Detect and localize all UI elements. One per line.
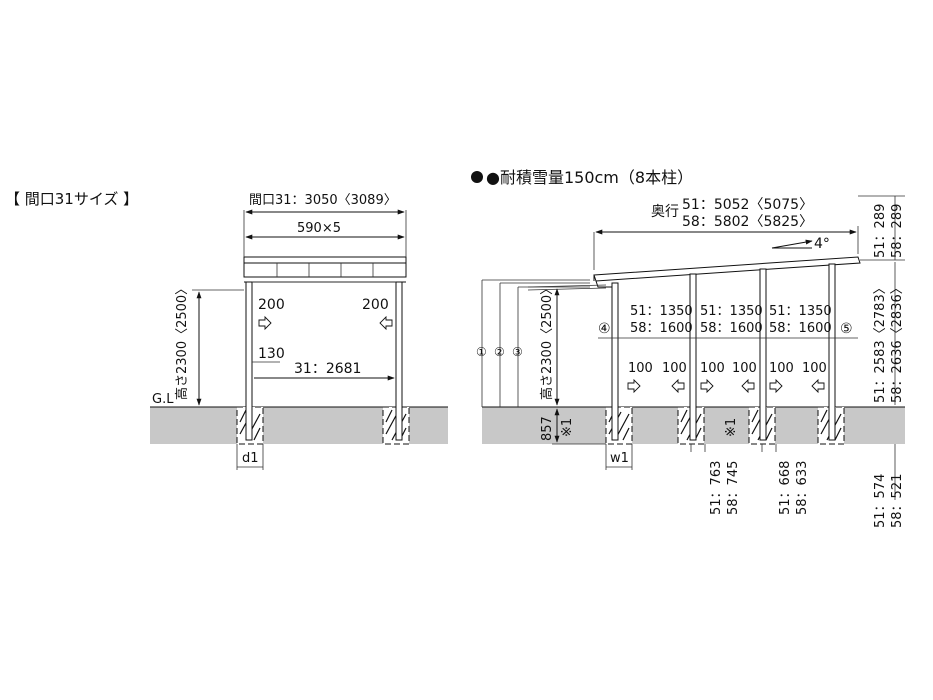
side-post-3: [759, 268, 767, 441]
side-right-bot-51: 51：574: [873, 474, 888, 528]
side-angle: 4°: [814, 236, 830, 252]
side-post-4: [828, 263, 836, 441]
side-view-title: ●耐積雪量150cm（8本柱）: [486, 168, 693, 187]
side-post-1: [611, 282, 619, 441]
side-offset-3-arrow-icon: [700, 379, 714, 393]
side-slope-indicator: [771, 239, 813, 249]
side-marker-5: ⑤: [840, 321, 853, 337]
side-roof: [593, 256, 861, 288]
side-below-a-51: 51：763: [709, 461, 724, 515]
front-gl-label: G.L: [152, 392, 174, 407]
side-bay-1-58: 58：1600: [630, 321, 693, 336]
side-footing-depth: 857: [540, 416, 555, 441]
side-view: ●耐積雪量150cm（8本柱） 奥行 51：5052〈5075〉 58：5802…: [471, 168, 905, 528]
side-marker-4: ④: [598, 321, 611, 337]
side-footing-1: [605, 406, 633, 445]
side-offset-5-arrow-icon: [769, 379, 783, 393]
side-depth-51: 51：5052〈5075〉: [682, 197, 813, 213]
side-right-top-58: 58：289: [890, 204, 905, 258]
side-right-top-51: 51：289: [873, 204, 888, 258]
side-offset-1: 100: [628, 361, 653, 376]
front-offset-right-arrow-icon: [379, 316, 393, 330]
side-offset-6-arrow-icon: [811, 379, 825, 393]
side-offset-1-arrow-icon: [627, 379, 641, 393]
side-offset-2-arrow-icon: [671, 379, 685, 393]
front-post-left: [245, 281, 253, 441]
bullet-icon: [471, 171, 483, 183]
side-below-a-58: 58：745: [726, 461, 741, 515]
side-right-mid-51: 51：2583〈2783〉: [873, 281, 888, 403]
front-panel-label: 590×5: [297, 221, 341, 236]
front-view: 【 間口31サイズ 】 間口31：3050〈3089〉 590×5 高さ2: [5, 190, 448, 470]
side-marker-2: ②: [494, 345, 505, 359]
side-marker-3: ③: [512, 345, 523, 359]
side-footing-label: w1: [610, 451, 629, 466]
side-below-b-58: 58：633: [795, 461, 810, 515]
side-depth-58: 58：5802〈5825〉: [682, 214, 813, 230]
front-inner-span: 31：2681: [294, 361, 361, 377]
front-width-label: 間口31：3050〈3089〉: [249, 193, 397, 208]
side-bay-2-58: 58：1600: [700, 321, 763, 336]
side-bay-1-51: 51：1350: [630, 304, 693, 319]
side-offset-4-arrow-icon: [741, 379, 755, 393]
side-offset-5: 100: [769, 361, 794, 376]
side-right-mid-58: 58：2636〈2836〉: [890, 281, 905, 403]
side-note-1: ※1: [560, 418, 575, 437]
side-offset-6: 100: [802, 361, 827, 376]
side-offset-3: 100: [700, 361, 725, 376]
front-height-label: 高さ2300〈2500〉: [174, 282, 190, 400]
side-below-b-51: 51：668: [778, 461, 793, 515]
front-roof: [243, 256, 407, 283]
front-offset-right: 200: [362, 297, 389, 313]
front-footing-label: d1: [242, 451, 259, 466]
front-view-title: 【 間口31サイズ 】: [5, 190, 138, 208]
front-post-right: [395, 281, 403, 441]
side-bay-2-51: 51：1350: [700, 304, 763, 319]
side-offset-2: 100: [662, 361, 687, 376]
side-offset-4: 100: [732, 361, 757, 376]
front-post-offset: 130: [258, 346, 285, 362]
side-note-2: ※1: [724, 418, 739, 437]
front-offset-left-arrow-icon: [258, 316, 272, 330]
side-post-2: [689, 273, 697, 441]
side-marker-1: ①: [476, 345, 487, 359]
side-bay-3-51: 51：1350: [769, 304, 832, 319]
side-depth-label: 奥行: [651, 203, 679, 220]
side-bay-3-58: 58：1600: [769, 321, 832, 336]
side-right-bot-58: 58：521: [890, 474, 905, 528]
side-height-label: 高さ2300〈2500〉: [539, 282, 555, 400]
front-offset-left: 200: [258, 297, 285, 313]
